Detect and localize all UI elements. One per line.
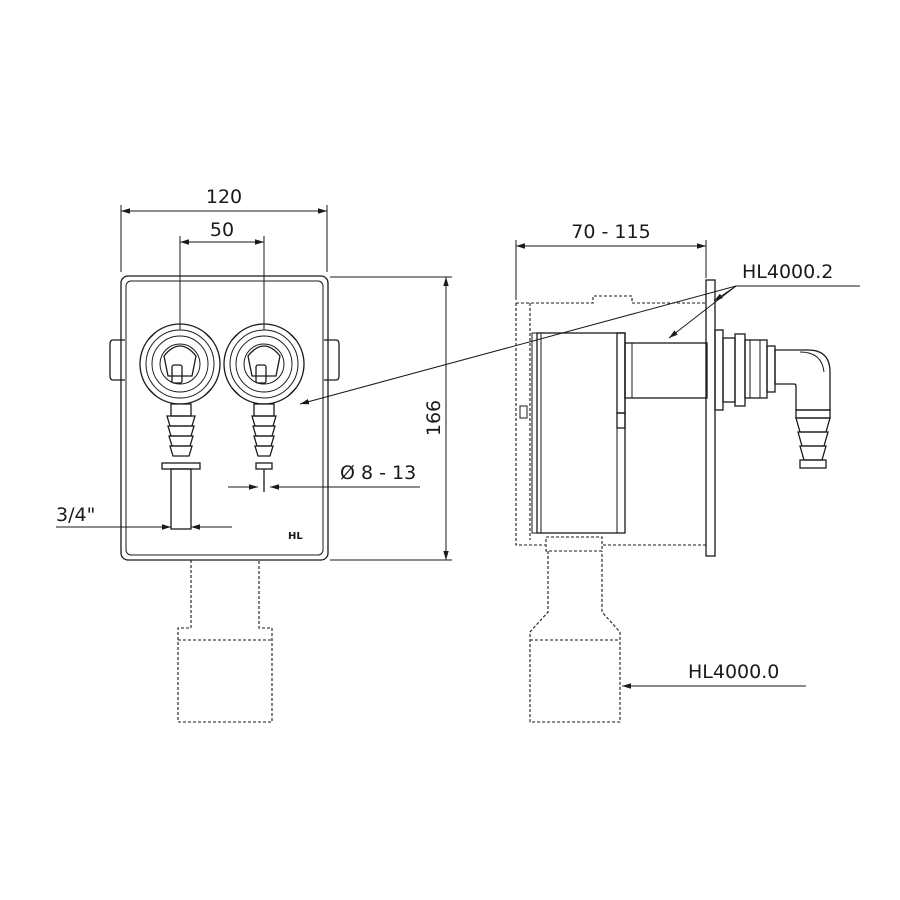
left-valve [139, 323, 221, 405]
dim-spacing: 50 [179, 219, 265, 330]
dim-thread: 3/4" [56, 504, 232, 530]
front-view: HL 120 50 166 [56, 186, 452, 723]
front-housing [120, 275, 329, 561]
callout-connector-label: HL4000.2 [742, 261, 833, 283]
dim-hose-diameter-label: Ø 8 - 13 [340, 462, 416, 484]
connector-nut [714, 329, 776, 411]
right-valve [223, 323, 305, 405]
side-siphon [529, 536, 621, 723]
side-housing [536, 332, 626, 534]
side-view: 70 - 115 [515, 221, 831, 723]
elbow [774, 349, 831, 469]
dim-spacing-label: 50 [210, 219, 234, 241]
cover-plate [705, 279, 716, 557]
dim-height-label: 166 [423, 400, 445, 436]
callout-siphon-label: HL4000.0 [688, 661, 779, 683]
left-hose-nozzle [161, 403, 201, 530]
brand-mark: HL [288, 531, 303, 542]
dim-depth-label: 70 - 115 [571, 221, 650, 243]
dim-height: 166 [330, 276, 452, 561]
dim-width: 120 [120, 186, 328, 272]
dim-width-label: 120 [206, 186, 242, 208]
callout-connector: HL4000.2 [299, 261, 860, 405]
right-hose-nozzle [251, 403, 277, 492]
dim-hose-diameter: Ø 8 - 13 [228, 462, 420, 490]
front-siphon [177, 560, 273, 723]
dim-thread-label: 3/4" [56, 504, 95, 526]
callout-siphon: HL4000.0 [622, 661, 806, 689]
dim-depth: 70 - 115 [515, 221, 707, 300]
